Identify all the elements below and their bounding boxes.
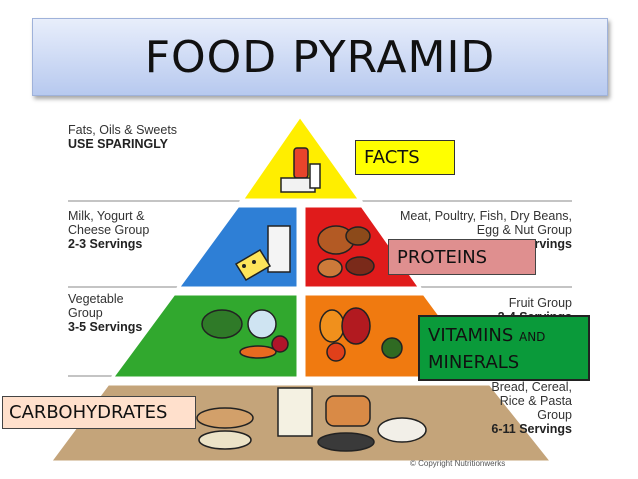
milk-group-serving: 2-3 Servings [68, 237, 143, 251]
bread-group-serving: 6-11 Servings [491, 422, 572, 436]
title-banner: FOOD PYRAMID [32, 18, 608, 96]
and-text: AND [519, 330, 546, 344]
bread-group-label: Bread, Cereal, Rice & Pasta Group 6-11 S… [452, 380, 572, 436]
bread-group-name-line3: Group [537, 408, 572, 422]
vegetable-group-label: Vegetable Group 3-5 Servings [68, 292, 142, 334]
vitamins-minerals-callout: VITAMINS AND MINERALS [418, 315, 590, 381]
proteins-callout: PROTEINS [388, 239, 536, 275]
meat-icon [317, 225, 375, 278]
copyright-notice: © Copyright Nutritionwerks [410, 459, 506, 468]
vegetable-group-name-line2: Group [68, 306, 103, 320]
fats-group-serving: USE SPARINGLY [68, 137, 169, 151]
facts-callout: FACTS [355, 140, 455, 175]
fruit-group-name: Fruit Group [508, 296, 572, 310]
vitamins-text: VITAMINS [428, 325, 514, 346]
fats-group-label: Fats, Oils & Sweets USE SPARINGLY [68, 123, 177, 151]
bread-group-name-line1: Bread, Cereal, [491, 380, 572, 394]
milk-group-name-line1: Milk, Yogurt & [68, 209, 145, 223]
page-title: FOOD PYRAMID [144, 31, 496, 83]
milk-group-label: Milk, Yogurt & Cheese Group 2-3 Servings [68, 209, 149, 251]
bread-group-name-line2: Rice & Pasta [499, 394, 572, 408]
carbohydrates-callout: CARBOHYDRATES [2, 396, 196, 429]
milk-group-name-line2: Cheese Group [68, 223, 150, 237]
vegetable-group-serving: 3-5 Servings [68, 320, 143, 334]
grains-icon [196, 387, 427, 452]
fruits-icon [319, 307, 403, 362]
meat-group-name-line1: Meat, Poultry, Fish, Dry Beans, [399, 209, 572, 223]
vegetables-icon [201, 309, 289, 359]
meat-group-name-line2: Egg & Nut Group [476, 223, 572, 237]
vegetable-group-name-line1: Vegetable [68, 292, 124, 306]
sweets-icon [280, 147, 321, 193]
minerals-text: MINERALS [428, 352, 520, 373]
dairy-icon [234, 225, 291, 282]
fats-group-name: Fats, Oils & Sweets [68, 123, 178, 137]
